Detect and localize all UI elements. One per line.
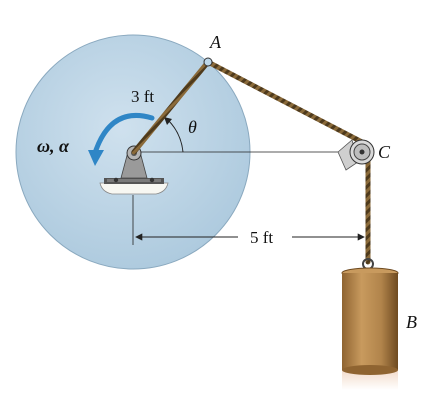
- label-point-c: C: [378, 142, 391, 162]
- label-weight-b: B: [406, 312, 417, 332]
- pulley-c: [337, 139, 375, 171]
- theta-arc-head: [164, 117, 172, 125]
- label-omega-alpha: ω, α: [37, 136, 70, 156]
- label-theta: θ: [188, 117, 197, 137]
- rotation-arrowhead: [88, 150, 104, 166]
- point-a-joint: [203, 57, 213, 67]
- label-radius: 3 ft: [131, 87, 154, 106]
- rotation-arrow: [93, 112, 155, 153]
- rope-a-to-c: [205, 59, 365, 145]
- rope-pin-to-a: [131, 59, 211, 155]
- label-point-a: A: [209, 32, 222, 52]
- theta-arc: [167, 119, 184, 153]
- weight-b: [341, 258, 399, 390]
- label-distance: 5 ft: [250, 228, 273, 247]
